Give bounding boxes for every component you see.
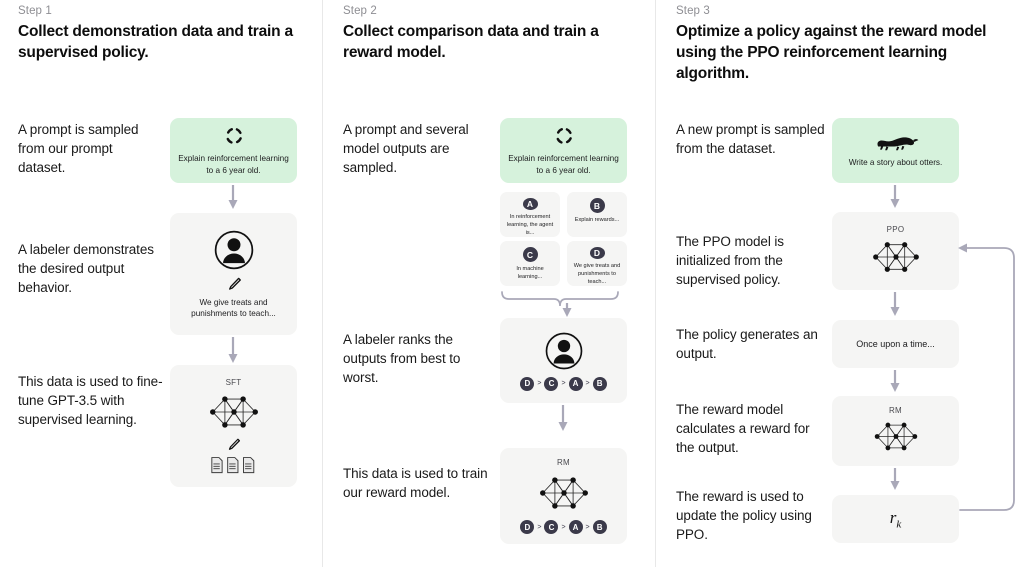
step-3-column: Step 3 Optimize a policy against the rew… <box>656 0 1024 567</box>
reward-value-card[interactable]: rk <box>832 495 959 543</box>
person-icon <box>213 229 255 271</box>
rank-badge-3: A <box>568 376 583 391</box>
step-3-caption-2: The PPO model is initialized from the su… <box>676 234 784 288</box>
step-2-column: Step 2 Collect comparison data and train… <box>323 0 655 567</box>
step-3-caption-3: The policy generates an output. <box>676 327 818 362</box>
rm-card-title: RM <box>889 406 902 415</box>
output-card-a[interactable]: A In reinforcement learning, the agent i… <box>500 192 560 237</box>
rank-separator-3: > <box>585 523 590 531</box>
step-2-caption-2: A labeler ranks the outputs from best to… <box>343 332 461 386</box>
labeler-demo-card[interactable]: We give treats and punishments to teach.… <box>170 213 297 335</box>
output-card-b[interactable]: B Explain rewards... <box>567 192 627 237</box>
arrow-down-2 <box>225 337 241 365</box>
step-1-title: Collect demonstration data and train a s… <box>18 23 293 61</box>
brace-converging-arrow <box>498 288 630 318</box>
new-prompt-card[interactable]: Write a story about otters. <box>832 118 959 183</box>
rm-card-title: RM <box>557 458 570 467</box>
ppo-card-title: PPO <box>886 224 905 234</box>
output-text-d: We give treats and punishments to teach.… <box>573 262 621 285</box>
reward-subscript: k <box>896 518 902 531</box>
circular-arrows-icon <box>223 125 245 147</box>
output-text-c: In machine learning... <box>516 266 544 281</box>
prompt-card[interactable]: Explain reinforcement learning to a 6 ye… <box>500 118 627 183</box>
rm-model-card[interactable]: RM <box>832 396 959 466</box>
step-1-label: Step 1 <box>18 5 52 17</box>
step-2-caption-3: This data is used to train our reward mo… <box>343 466 488 501</box>
ppo-model-card[interactable]: PPO <box>832 212 959 290</box>
ranking-row: D > C > A > B <box>520 376 607 391</box>
step-3-caption-1: A new prompt is sampled from the dataset… <box>676 122 825 157</box>
rank-badge-2: C <box>544 520 559 534</box>
step-3-caption-4: The reward model calculates a reward for… <box>676 402 810 456</box>
rank-separator-3: > <box>585 380 590 387</box>
ppo-update-feedback-loop <box>952 238 1024 530</box>
output-text-a: In reinforcement learning, the agent is.… <box>506 213 554 236</box>
circular-arrows-icon <box>553 125 575 147</box>
rank-badge-1: D <box>520 376 535 391</box>
output-badge-c: C <box>522 247 538 262</box>
step-3-title: Optimize a policy against the reward mod… <box>676 23 987 82</box>
step-2-label: Step 2 <box>343 5 377 17</box>
rank-separator-1: > <box>537 380 542 387</box>
arrow-down-3 <box>555 405 571 433</box>
prompt-card-text: Explain reinforcement learning to a 6 ye… <box>508 154 619 175</box>
output-card-c[interactable]: C In machine learning... <box>500 241 560 286</box>
neural-network-icon <box>870 417 922 456</box>
step-2-caption-1: A prompt and several model outputs are s… <box>343 122 469 176</box>
ranking-row: D > C > A > B <box>520 520 607 534</box>
output-badge-b: B <box>589 198 605 213</box>
rank-badge-2: C <box>544 376 559 391</box>
step-1-caption-2: A labeler demonstrates the desired outpu… <box>18 242 154 296</box>
sft-model-card[interactable]: SFT <box>170 365 297 487</box>
arrow-down-1 <box>225 185 241 211</box>
column-divider-2 <box>655 0 656 567</box>
column-divider-1 <box>322 0 323 567</box>
step-1-caption-3: This data is used to fine-tune GPT-3.5 w… <box>18 374 163 428</box>
step-3-label: Step 3 <box>676 5 710 17</box>
generated-output-card[interactable]: Once upon a time... <box>832 320 959 368</box>
rank-separator-2: > <box>561 380 566 387</box>
output-text-b: Explain rewards... <box>574 217 620 223</box>
prompt-card-text: Explain reinforcement learning to a 6 ye… <box>178 154 289 175</box>
generated-output-text: Once upon a time... <box>856 338 935 349</box>
labeler-demo-card-text: We give treats and punishments to teach.… <box>191 297 276 318</box>
output-badge-a: A <box>522 198 538 210</box>
rank-separator-2: > <box>561 523 566 531</box>
arrow-down-4 <box>887 468 903 492</box>
otter-icon <box>873 132 919 152</box>
person-icon <box>544 331 584 371</box>
arrow-down-3 <box>887 370 903 394</box>
rm-model-card[interactable]: RM D > <box>500 448 627 544</box>
step-2-title: Collect comparison data and train a rewa… <box>343 23 599 61</box>
new-prompt-card-text: Write a story about otters. <box>848 158 943 168</box>
documents-icon <box>210 456 258 475</box>
step-1-column: Step 1 Collect demonstration data and tr… <box>0 0 322 567</box>
output-card-d[interactable]: D We give treats and punishments to teac… <box>567 241 627 286</box>
arrow-down-1 <box>887 185 903 210</box>
pencil-icon <box>226 437 241 452</box>
output-badge-d: D <box>589 247 605 259</box>
step-3-caption-5: The reward is used to update the policy … <box>676 489 812 543</box>
arrow-down-2 <box>887 292 903 318</box>
rank-badge-4: B <box>592 376 607 391</box>
sft-card-title: SFT <box>225 377 242 387</box>
reward-symbol: r <box>889 507 897 527</box>
step-1-caption-1: A prompt is sampled from our prompt data… <box>18 122 139 176</box>
reward-value: rk <box>890 508 902 530</box>
rank-badge-3: A <box>568 520 583 534</box>
labeler-rank-card[interactable]: D > C > A > B <box>500 318 627 403</box>
neural-network-icon <box>535 471 593 515</box>
pencil-icon <box>226 276 242 292</box>
rank-badge-1: D <box>520 520 535 534</box>
rank-badge-4: B <box>592 520 607 534</box>
neural-network-icon <box>205 390 263 434</box>
prompt-card[interactable]: Explain reinforcement learning to a 6 ye… <box>170 118 297 183</box>
rank-separator-1: > <box>537 523 542 531</box>
neural-network-icon <box>868 236 924 278</box>
